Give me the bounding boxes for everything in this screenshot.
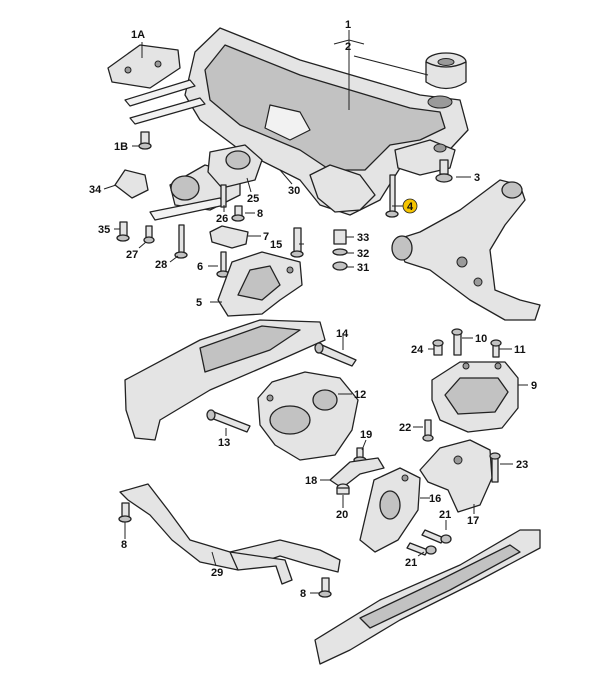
callout-24: 24 xyxy=(411,344,424,356)
callout-19: 19 xyxy=(360,429,372,441)
support-bracket-part xyxy=(359,467,421,553)
leader-lines xyxy=(103,30,528,594)
callout-8-bottom: 8 xyxy=(300,588,306,600)
callout-30: 30 xyxy=(288,185,300,197)
strap-part xyxy=(124,79,206,125)
callout-12: 12 xyxy=(354,389,366,401)
small-bolts-part xyxy=(406,529,452,556)
callout-29: 29 xyxy=(211,567,223,579)
gearbox-mount-part xyxy=(257,371,359,461)
bracket-part xyxy=(209,225,249,249)
coolant-pipe-part xyxy=(119,483,341,585)
callout-34: 34 xyxy=(89,184,102,196)
callout-25: 25 xyxy=(247,193,259,205)
callout-20: 20 xyxy=(336,509,348,521)
longitudinal-member-part xyxy=(314,529,541,665)
callout-4: 4 xyxy=(407,201,414,213)
callout-13: 13 xyxy=(218,437,230,449)
callout-6: 6 xyxy=(197,261,203,273)
callout-35: 35 xyxy=(98,224,110,236)
callout-5: 5 xyxy=(196,297,202,309)
bushing-part xyxy=(425,52,467,90)
callout-1: 1 xyxy=(345,19,351,31)
callout-1a: 1A xyxy=(131,29,145,41)
longitudinal-member-part xyxy=(124,319,326,441)
small-bolts-part xyxy=(432,328,502,358)
subframe-part xyxy=(184,27,469,216)
callout-18: 18 xyxy=(305,475,317,487)
bolt-part xyxy=(489,452,501,483)
callout-17: 17 xyxy=(467,515,479,527)
callout-3: 3 xyxy=(474,172,480,184)
small-bolts-part xyxy=(118,502,332,598)
callout-2: 2 xyxy=(345,41,351,53)
control-arm-part xyxy=(391,179,541,321)
callout-28: 28 xyxy=(155,259,167,271)
bolt-part xyxy=(138,131,152,150)
mount-bracket-part xyxy=(217,251,303,317)
callout-33: 33 xyxy=(357,232,369,244)
callout-16: 16 xyxy=(429,493,441,505)
callout-labels: 1 2 1A 1B 3 4 5 6 7 8 8 8 9 10 11 12 13 … xyxy=(89,19,537,600)
bolt-part xyxy=(314,342,357,367)
callout-32: 32 xyxy=(357,248,369,260)
nut-part xyxy=(336,483,350,495)
callout-27: 27 xyxy=(126,249,138,261)
callout-26: 26 xyxy=(216,213,228,225)
callout-21-upper: 21 xyxy=(439,509,451,521)
callout-31: 31 xyxy=(357,262,369,274)
carrier-bracket-part xyxy=(419,439,493,513)
callout-9: 9 xyxy=(531,380,537,392)
callout-14: 14 xyxy=(336,328,349,340)
callout-23: 23 xyxy=(516,459,528,471)
callout-11: 11 xyxy=(514,344,526,356)
bolt-stack-part xyxy=(332,229,348,271)
callout-8-left: 8 xyxy=(121,539,127,551)
bolt-part xyxy=(385,174,399,218)
bolt-part xyxy=(206,409,251,433)
callout-22: 22 xyxy=(399,422,411,434)
callout-1b: 1B xyxy=(114,141,128,153)
bolt-part xyxy=(422,419,434,442)
callout-7: 7 xyxy=(263,231,269,243)
callout-21-lower: 21 xyxy=(405,557,417,569)
callout-4-highlight xyxy=(402,198,418,214)
engine-mount-part xyxy=(431,361,519,433)
bolt-part xyxy=(290,227,304,258)
bolt-part xyxy=(435,159,453,183)
callout-8-upper: 8 xyxy=(257,208,263,220)
callout-15: 15 xyxy=(270,239,282,251)
callout-10: 10 xyxy=(475,333,487,345)
mounting-plate-part xyxy=(107,44,181,89)
small-bolts-part xyxy=(116,184,245,259)
